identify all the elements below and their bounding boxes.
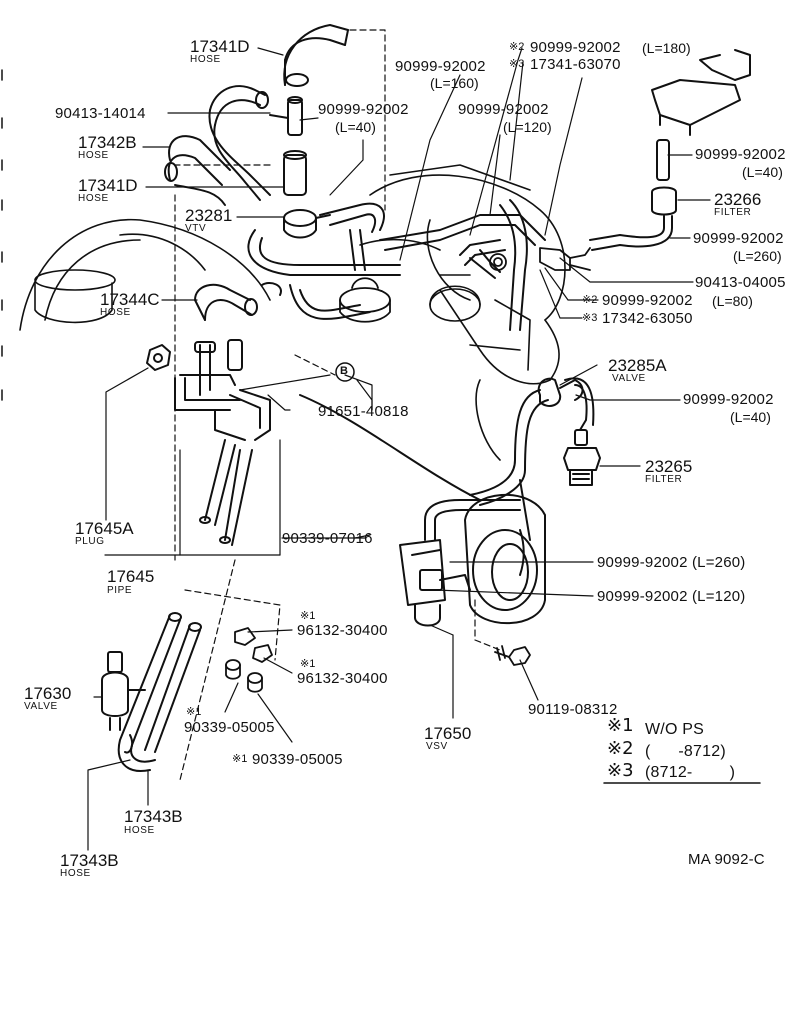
label-90999-92002-l260-a: 90999-92002 <box>693 230 784 247</box>
clamps <box>225 627 273 693</box>
label-90119-08312: 90119-08312 <box>528 701 618 718</box>
label-23281: 23281 <box>185 206 233 225</box>
label-90999-92002-l260-b: 90999-92002 (L=260) <box>597 554 746 571</box>
label-90999-92002-l120-a-len: (L=120) <box>503 119 552 135</box>
label-90999-92002-l180: 90999-92002 <box>530 39 621 56</box>
canister <box>464 494 546 625</box>
label-17341d-top-name: HOSE <box>190 54 221 65</box>
label-90999-92002-l80-len: (L=80) <box>712 293 753 309</box>
short-pipes <box>269 96 307 196</box>
filter-23266-assembly <box>589 49 751 251</box>
label-90999-92002-l160: 90999-92002 <box>395 58 486 75</box>
label-17630-name: VALVE <box>24 701 58 712</box>
label-90999-92002-l40-a-len: (L=40) <box>335 119 376 135</box>
engine-outline <box>19 164 566 461</box>
label-17344c: 17344C <box>100 290 160 309</box>
label-17343b-a: 17343B <box>124 807 183 826</box>
legend-3-mark: ※3 <box>607 760 634 781</box>
callout-b-circle <box>335 362 355 382</box>
filter-23265 <box>563 429 601 486</box>
label-17343b-b: 17343B <box>60 851 119 870</box>
label-90999-92002-l180-len: (L=180) <box>642 40 691 56</box>
label-90999-92002-l40-a: 90999-92002 <box>318 101 409 118</box>
bolt-90119 <box>494 645 531 666</box>
label-90999-92002-l40-b: 90999-92002 <box>695 146 786 163</box>
label-17341d-top: 17341D <box>190 37 250 56</box>
label-96132-30400-b: 96132-30400 <box>297 670 388 687</box>
legend-3-text: (8712- ) <box>645 764 736 781</box>
leader-lines <box>87 47 711 851</box>
label-90999-92002-l120-a: 90999-92002 <box>458 101 549 118</box>
pipe-17645 <box>146 339 271 546</box>
label-23266-name: FILTER <box>714 207 752 218</box>
label-17343b-a-name: HOSE <box>124 825 155 836</box>
vacuum-units <box>339 247 591 323</box>
label-90339-05005-a-mark: ※1 <box>186 706 202 718</box>
hoses-17343b <box>117 612 202 772</box>
legend-2-mark: ※2 <box>607 738 634 759</box>
label-17650-name: VSV <box>426 741 448 752</box>
legend-2-text: ( -8712) <box>645 743 726 760</box>
label-90339-05005-b-mark: ※1 <box>232 753 248 765</box>
label-17645a: 17645A <box>75 519 134 538</box>
label-17645a-name: PLUG <box>75 536 105 547</box>
label-17341d-mid-name: HOSE <box>78 193 109 204</box>
vsv-17650 <box>399 499 521 627</box>
label-23265: 23265 <box>645 457 693 476</box>
label-90999-92002-l260-a-len: (L=260) <box>733 248 782 264</box>
label-23265-name: FILTER <box>645 474 683 485</box>
label-91651-40818: 91651-40818 <box>318 403 409 420</box>
label-90999-92002-l160-len: (L=160) <box>430 75 479 91</box>
label-17344c-name: HOSE <box>100 307 131 318</box>
label-90999-92002-l120-b: 90999-92002 (L=120) <box>597 588 746 605</box>
label-23281-name: VTV <box>185 223 207 234</box>
label-l180-mark: ※2 <box>509 41 525 53</box>
callout-b: B <box>340 365 348 377</box>
label-90413-04005: 90413-04005 <box>695 274 786 291</box>
valve-23285a <box>537 377 595 431</box>
label-17341-63070-mark: ※3 <box>509 58 525 70</box>
label-17645-name: PIPE <box>107 585 133 596</box>
label-96132-30400-a: 96132-30400 <box>297 622 388 639</box>
label-90413-14014: 90413-14014 <box>55 105 146 122</box>
label-17343b-b-name: HOSE <box>60 868 91 879</box>
label-90339-05005-b: 90339-05005 <box>252 751 343 768</box>
vtv-23281 <box>283 209 331 239</box>
label-17630: 17630 <box>24 684 72 703</box>
legend-1-text: W/O PS <box>645 721 704 738</box>
hose-to-vsv <box>299 389 549 541</box>
label-90999-92002-l40-b-len: (L=40) <box>742 164 783 180</box>
hose-network <box>247 199 546 331</box>
label-90339-05005-a: 90339-05005 <box>184 719 275 736</box>
label-23285a-name: VALVE <box>612 373 646 384</box>
valve-17630 <box>101 651 146 731</box>
hose-17344c <box>194 282 282 321</box>
label-90339-07016: 90339-07016 <box>282 530 373 547</box>
label-17650: 17650 <box>424 724 472 743</box>
label-l80-mark: ※2 <box>582 294 598 306</box>
label-96132-b-mark: ※1 <box>300 658 316 670</box>
legend-1-mark: ※1 <box>607 715 634 736</box>
label-17342b-name: HOSE <box>78 150 109 161</box>
label-17342b: 17342B <box>78 133 137 152</box>
label-17342-63050-mark: ※3 <box>582 312 598 324</box>
label-90999-92002-l40-c: 90999-92002 <box>683 391 774 408</box>
upper-hoses <box>164 24 349 206</box>
label-17341-63070: 17341-63070 <box>530 56 621 73</box>
label-23285a: 23285A <box>608 356 667 375</box>
label-17341d-mid: 17341D <box>78 176 138 195</box>
label-96132-a-mark: ※1 <box>300 610 316 622</box>
diagram-code: MA 9092-C <box>688 851 765 868</box>
label-23266: 23266 <box>714 190 762 209</box>
label-17645: 17645 <box>107 567 155 586</box>
label-17342-63050: 17342-63050 <box>602 310 693 327</box>
label-90999-92002-l80: 90999-92002 <box>602 292 693 309</box>
label-90999-92002-l40-c-len: (L=40) <box>730 409 771 425</box>
